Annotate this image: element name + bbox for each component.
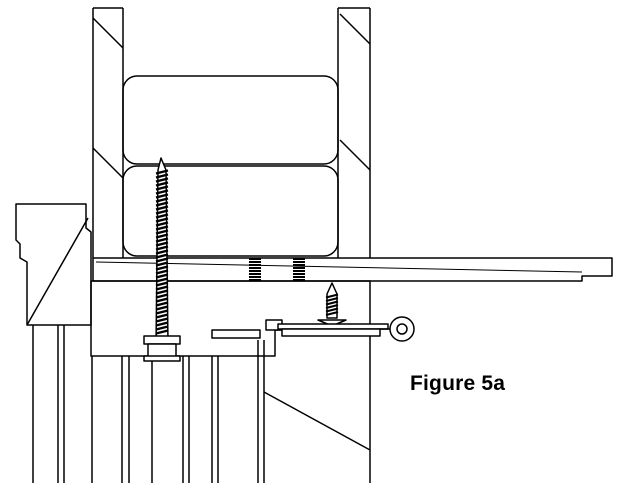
lower-vertical-slats: [32, 325, 219, 483]
screw-thread-mark: [293, 273, 305, 275]
screw-thread-mark: [293, 267, 305, 269]
screw-thread-mark: [249, 270, 261, 272]
screw-thread-mark: [293, 270, 305, 272]
long-wood-screw: [143, 157, 181, 362]
screw-thread-mark: [249, 261, 261, 263]
upper-rounded-block: [122, 75, 339, 165]
sloped-shelf-board: [92, 257, 613, 282]
left-upright-post: [92, 7, 124, 258]
screw-thread-mark: [293, 276, 305, 278]
screw-thread-mark: [249, 267, 261, 269]
right-upright-post: [337, 7, 371, 258]
shelf-screws: [249, 258, 305, 281]
screw-thread-mark: [249, 273, 261, 275]
screw-thread-mark: [293, 264, 305, 266]
screw-thread-mark: [249, 276, 261, 278]
screw-thread-mark: [249, 264, 261, 266]
screw-thread-mark: [293, 261, 305, 263]
screw-thread-mark: [293, 258, 305, 260]
right-lower-panel: [257, 330, 371, 483]
screw-thread-mark: [249, 258, 261, 260]
lower-rounded-block: [122, 165, 339, 257]
hinge-eye-bolt: [211, 316, 415, 342]
short-screw: [317, 282, 347, 327]
figure-label: Figure 5a: [410, 372, 506, 395]
screw-thread-mark: [249, 279, 261, 281]
left-trim-molding: [15, 203, 92, 326]
screw-thread-mark: [293, 279, 305, 281]
